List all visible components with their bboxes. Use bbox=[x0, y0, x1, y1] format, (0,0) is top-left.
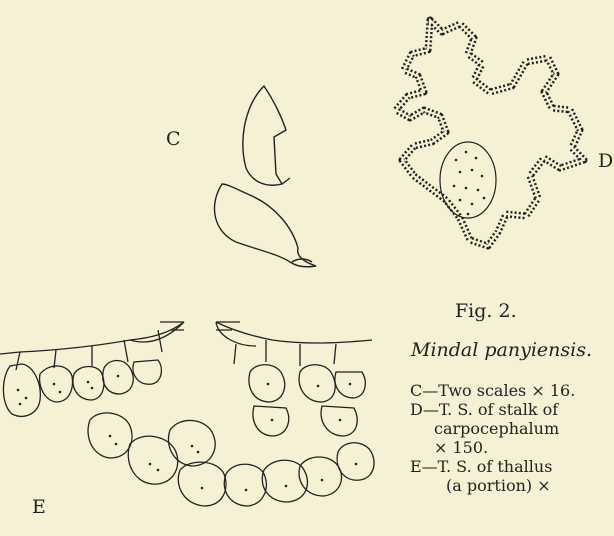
stalk-core bbox=[440, 142, 496, 218]
legend-d-line2: carpocephalum bbox=[410, 419, 614, 438]
panel-label-d: D bbox=[598, 150, 613, 172]
figure-legend: C—Two scales × 16. D—T. S. of stalk of c… bbox=[410, 381, 614, 495]
legend-d-line1: D—T. S. of stalk of bbox=[410, 400, 614, 419]
legend-e-line2: (a portion) × bbox=[410, 476, 614, 495]
panel-e-thallus-section bbox=[0, 322, 374, 506]
cell-cluster-left bbox=[3, 360, 161, 416]
legend-e-line1: E—T. S. of thallus bbox=[410, 457, 614, 476]
legend-c-line1: C—Two scales × 16. bbox=[410, 381, 614, 400]
cell-cluster-bottom bbox=[88, 413, 374, 506]
cell-cluster-right bbox=[249, 365, 365, 436]
scale-upper bbox=[243, 86, 286, 185]
species-name: Mindal panyiensis. bbox=[411, 339, 592, 361]
panel-label-c: C bbox=[166, 128, 181, 150]
panel-label-e: E bbox=[32, 496, 46, 518]
figure-number: Fig. 2. bbox=[455, 300, 517, 322]
panel-d-stalk-section bbox=[396, 20, 584, 246]
legend-d-line3: × 150. bbox=[410, 438, 614, 457]
scale-lower bbox=[214, 184, 316, 267]
panel-c-scales bbox=[214, 86, 316, 267]
